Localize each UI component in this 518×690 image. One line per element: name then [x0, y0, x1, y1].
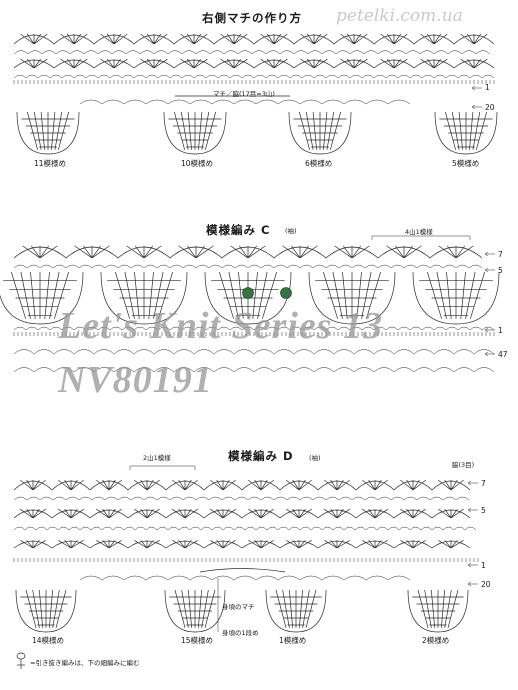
section3-title-note: (袖) — [309, 454, 321, 462]
slip-stitch-symbol-icon — [14, 651, 28, 671]
section3-pineapple-motif — [164, 589, 226, 633]
section1-pineapple-motif — [163, 111, 227, 155]
section1-shell-row — [13, 58, 495, 69]
section2-title-note: (袖) — [285, 227, 297, 235]
section1-pineapple-motif — [16, 111, 80, 155]
section3-pineapple-motif — [265, 589, 327, 633]
section3-center-label: 身頃のマチ — [222, 603, 255, 611]
section3-gusset-chain — [199, 568, 286, 573]
section2-pineapple-motif — [0, 271, 84, 325]
section1-stitch-row — [13, 80, 495, 84]
section2-pineapple-motif — [100, 271, 188, 325]
section1-motif-label: 5模様め — [452, 159, 480, 168]
section2-pineapple-motif — [412, 271, 500, 325]
section3-title: 模様編み D — [228, 449, 294, 463]
section3-motif-label: 14模様め — [32, 636, 65, 645]
section1-row-label-20: 20 — [485, 103, 495, 112]
section3-row-arrow — [467, 480, 478, 486]
legend-text: =引き抜き編みは、下の細編みに編む — [30, 659, 140, 667]
bead-icon — [280, 287, 292, 299]
section1-motif-label: 6模様め — [305, 159, 333, 168]
section1-chain-row — [13, 50, 491, 55]
section2-row-label-7: 7 — [498, 250, 503, 259]
section2-chain-row — [13, 367, 495, 373]
section3-repeat-bracket — [129, 465, 196, 470]
section3-pineapple-motif — [15, 589, 77, 633]
section3-shell-row — [13, 540, 471, 549]
section1-row-arrow — [471, 85, 482, 91]
section3-row-label-1: 1 — [481, 561, 486, 570]
section3-chain-row — [13, 496, 470, 501]
section1-chain-row — [13, 74, 495, 79]
section3-motif-label: 1模様め — [279, 636, 307, 645]
section3-row-label-20: 20 — [481, 580, 491, 589]
section2-repeat-bracket — [371, 235, 471, 240]
bead-icon — [242, 287, 254, 299]
section1-row-label-1: 1 — [485, 83, 490, 92]
section2-shell-row — [13, 245, 483, 259]
section3-row-arrow — [467, 507, 478, 513]
section2-stitch-row — [13, 332, 495, 336]
section3-stitch-row — [13, 558, 479, 562]
section1-motif-label: 10模様め — [181, 159, 214, 168]
section3-motif-label: 15模様め — [181, 636, 214, 645]
section3-repeat-label: 2山1模様 — [143, 454, 171, 462]
watermark-series: Let's Knit Series 13 — [58, 305, 384, 347]
section2-row-arrow — [484, 327, 495, 333]
section1-motif-label: 11模様め — [34, 159, 67, 168]
section2-chain-row — [13, 264, 483, 269]
section3-shell-row — [13, 479, 471, 491]
section2-pineapple-motif — [308, 271, 396, 325]
section1-pineapple-motif — [434, 111, 498, 155]
watermark-code: NV80191 — [58, 359, 213, 401]
section2-row-label-47: 47 — [498, 350, 508, 359]
section2-row-arrow — [484, 251, 495, 257]
section3-row-arrow — [467, 581, 478, 587]
section3-chain-row — [79, 575, 411, 581]
watermark-site: petelki.com.ua — [336, 6, 463, 26]
section3-chain-row — [13, 526, 477, 531]
section1-row-arrow — [471, 104, 482, 110]
section2-row-label-1: 1 — [498, 326, 503, 335]
section2-title: 模様編み C — [206, 223, 271, 237]
section3-pineapple-motif — [407, 589, 469, 633]
section3-row-label-5: 5 — [481, 506, 486, 515]
section1-title: 右側マチの作り方 — [202, 11, 302, 25]
section2-row-arrow — [484, 267, 495, 273]
section3-row-label-7: 7 — [481, 479, 486, 488]
section1-annotation: マチ／脇(17目=3山) — [213, 90, 275, 98]
section1-shell-row — [13, 33, 495, 45]
section3-motif-label: 2模様め — [422, 636, 450, 645]
section2-row-label-5: 5 — [498, 266, 503, 275]
section3-row-arrow — [467, 562, 478, 568]
section2-chain-row — [13, 349, 495, 355]
section1-pineapple-motif — [288, 111, 352, 155]
section3-shell-row — [13, 508, 471, 519]
section2-row-arrow — [484, 351, 495, 357]
section2-chain-row — [13, 326, 495, 331]
section2-repeat-label: 4山1模様 — [405, 228, 433, 236]
section1-chain-row — [79, 99, 411, 105]
section3-side-label: 脇(3目) — [452, 461, 475, 469]
section3-center-label: 身頃の1段め — [222, 629, 259, 637]
